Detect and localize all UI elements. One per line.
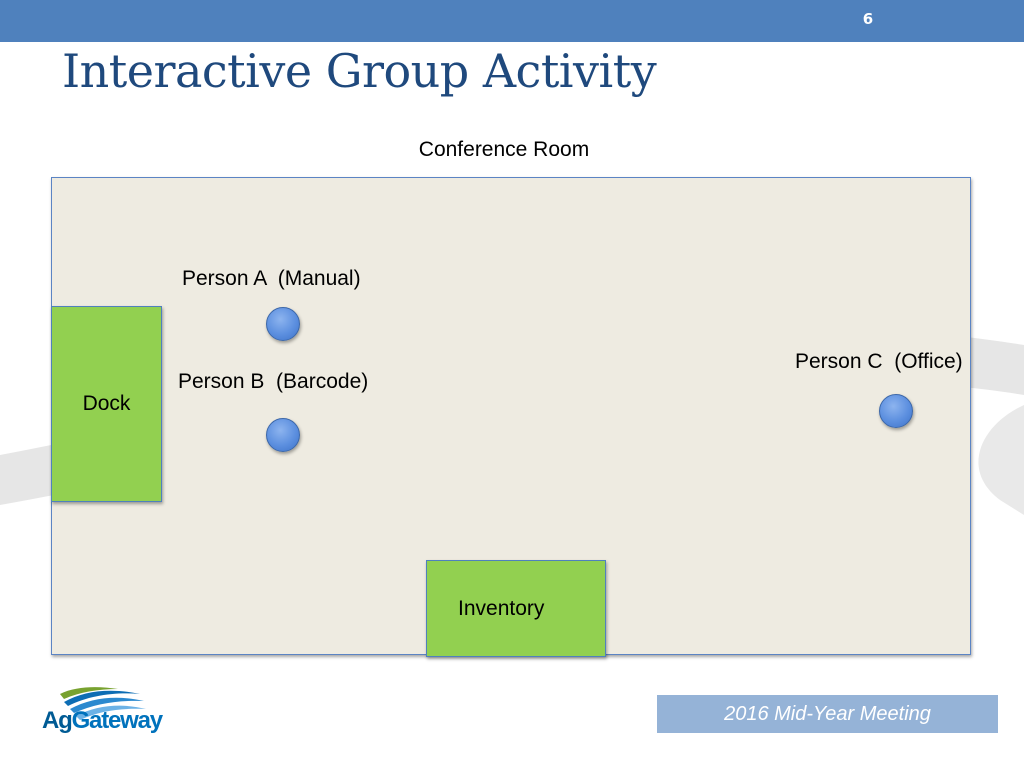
person-b-label: Person B (Barcode) <box>178 370 369 393</box>
logo-ag: Ag <box>42 707 73 734</box>
person-a-marker <box>266 307 300 341</box>
person-a-label: Person A (Manual) <box>182 267 361 290</box>
slide-number: 6 <box>862 10 874 28</box>
meeting-footer: 2016 Mid-Year Meeting <box>657 695 998 733</box>
aggateway-logo-mark <box>60 687 146 720</box>
inventory-zone: Inventory <box>426 560 606 657</box>
person-c-label: Person C (Office) <box>795 350 963 373</box>
person-b-marker <box>266 418 300 452</box>
slide-title: Interactive Group Activity <box>62 44 657 98</box>
meeting-label: 2016 Mid-Year Meeting <box>724 702 931 725</box>
dock-zone: Dock <box>51 306 162 502</box>
logo-gateway: Gateway <box>71 707 164 734</box>
person-c-marker <box>879 394 913 428</box>
header-bar <box>0 0 1024 42</box>
inventory-label: Inventory <box>458 596 545 620</box>
aggateway-logo-text: AgGateway <box>42 707 164 735</box>
dock-label: Dock <box>82 392 131 415</box>
conference-room-label: Conference Room <box>418 138 590 161</box>
